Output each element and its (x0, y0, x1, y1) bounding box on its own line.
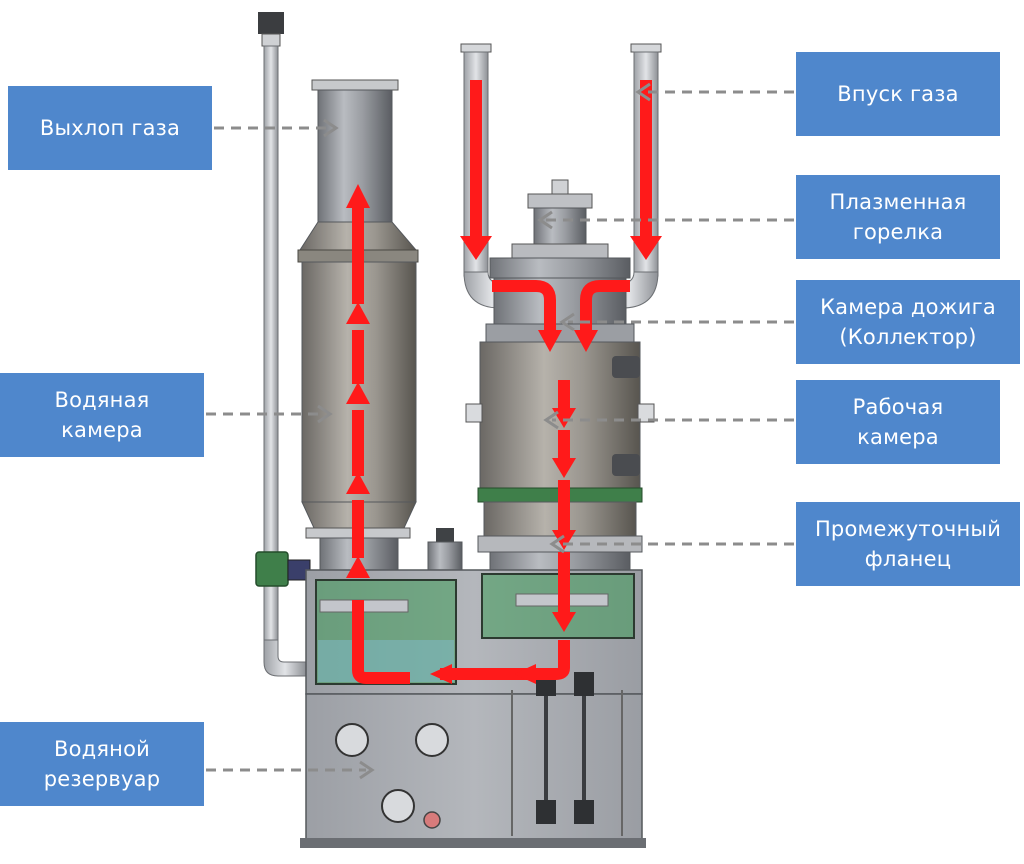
flow-up-seg-1 (352, 500, 364, 558)
flow-work-seg-4 (558, 552, 570, 614)
leader-flange-head (549, 534, 565, 554)
flow-inlet-left-head (460, 236, 492, 260)
flow-inlet-left-shaft (470, 80, 482, 240)
torch-cap-knob (551, 179, 569, 195)
inlet-right-cap (630, 43, 662, 53)
flow-up-seg-2 (352, 410, 364, 476)
gauge-fitting-br (574, 800, 594, 824)
label-plasma-torch: Плазменная горелка (796, 175, 1000, 259)
side-latch-right (637, 403, 655, 423)
flow-converge-right (580, 280, 630, 330)
pipe-elbow (263, 639, 307, 677)
pipe-top-fitting (261, 33, 281, 47)
flow-work-head-2 (552, 458, 576, 478)
leader-water-chamber-head (317, 404, 333, 424)
leader-plasma-torch-head (537, 210, 553, 230)
port-1 (335, 723, 369, 757)
flow-bottom-head-1 (514, 664, 536, 684)
leader-afterburner-head (559, 312, 575, 332)
exhaust-top-rim (311, 79, 399, 91)
leader-lines (206, 82, 794, 780)
label-water-chamber: Водяная камера (0, 373, 204, 457)
torch-base-disc (511, 243, 609, 259)
drain-valve (423, 811, 441, 829)
afterburner-top-flange (489, 257, 631, 279)
leader-water-tank-head (359, 760, 375, 780)
label-work-chamber: Рабочая камера (796, 380, 1000, 464)
gauge-fitting-tr (574, 672, 594, 696)
flow-work-head-3 (552, 530, 576, 550)
inlet-left-cap (460, 43, 492, 53)
leader-exhaust-head (323, 118, 339, 138)
side-port-bottom (612, 454, 640, 476)
water-chamber-column (297, 79, 419, 571)
flow-work-seg-1 (558, 380, 570, 410)
sensor-post (427, 528, 463, 571)
sensor-cap (436, 528, 454, 542)
tank-base (300, 838, 646, 848)
leader-gas-inlet-head (635, 82, 651, 102)
plasma-torch-body (533, 207, 587, 245)
water-tank (300, 569, 646, 848)
flow-converge-left (492, 280, 556, 330)
label-water-tank: Водяной резервуар (0, 722, 204, 806)
side-water-pipe (255, 12, 311, 677)
side-port-top (612, 356, 640, 378)
flow-converge-left-head (538, 330, 562, 352)
label-afterburner: Камера дожига (Коллектор) (796, 280, 1020, 364)
flow-up-head-5 (346, 184, 370, 208)
flow-arrows (346, 80, 662, 684)
flow-work-head-4 (552, 612, 576, 632)
green-valve (255, 551, 289, 587)
pipe-cap (258, 12, 284, 34)
label-gas-inlet: Впуск газа (796, 52, 1000, 136)
port-2 (415, 723, 449, 757)
flow-work-seg-3 (558, 480, 570, 532)
flow-work-seg-2 (558, 430, 570, 460)
flow-up-seg-4 (352, 208, 364, 304)
label-exhaust: Выхлоп газа (8, 86, 212, 170)
flow-bottom-head-2 (430, 664, 452, 684)
flow-up-head-3 (346, 382, 370, 404)
flow-bottom-run (440, 640, 570, 680)
flow-up-head-4 (346, 302, 370, 324)
port-3 (381, 789, 415, 823)
flow-up-seg-3 (352, 330, 364, 384)
flow-up-head-2 (346, 472, 370, 494)
flow-inlet-right-head (630, 236, 662, 260)
flow-inlet-right-shaft (640, 80, 652, 240)
gauge-fitting-bl (536, 800, 556, 824)
label-flange: Промежуточный фланец (796, 502, 1020, 586)
leader-work-chamber-head (543, 410, 559, 430)
torch-top-plate (527, 193, 593, 209)
flow-tank-run (352, 600, 410, 684)
flow-converge-right-head (574, 330, 598, 352)
side-latch-left (465, 403, 483, 423)
sensor-body (427, 541, 463, 571)
flow-up-head-1 (346, 556, 370, 578)
